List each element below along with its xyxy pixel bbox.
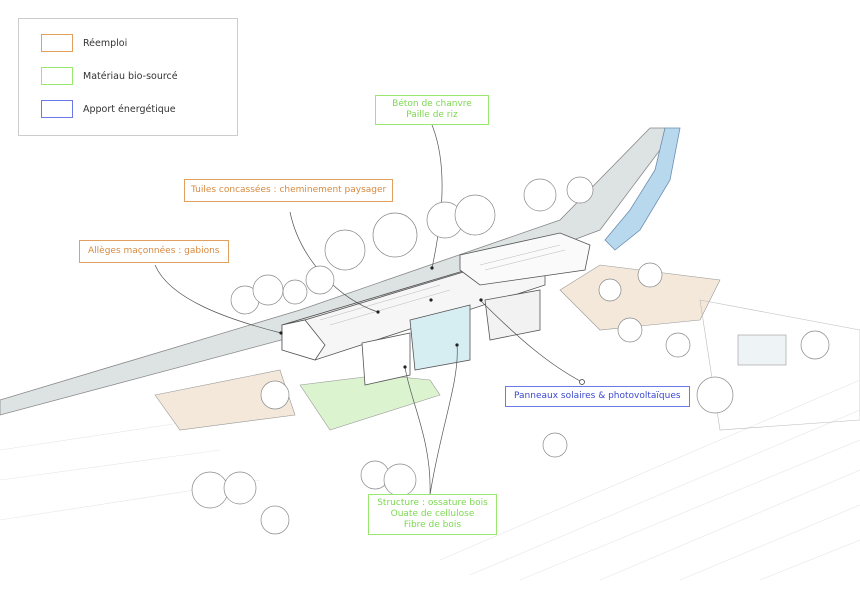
trees (191, 176, 830, 535)
shed (737, 334, 787, 366)
legend-swatch-green (41, 67, 73, 85)
annotation-text: Panneaux solaires & photovoltaïques (514, 391, 681, 401)
ground-hatching (0, 379, 860, 581)
annotation-structure: Structure : ossature bois Ouate de cellu… (368, 494, 497, 535)
annotation-line: Paille de riz (406, 110, 458, 120)
garden-plot (154, 369, 296, 431)
canal (604, 127, 681, 251)
legend-swatch-orange (41, 34, 73, 52)
buildings (281, 232, 591, 386)
annotation-line: Ouate de cellulose (390, 509, 475, 519)
leader-end (579, 379, 585, 385)
legend-item-biosource: Matériau bio-sourcé (41, 67, 178, 85)
annotation-beton-chanvre: Béton de chanvre Paille de riz (375, 95, 489, 125)
legend-label: Matériau bio-sourcé (83, 70, 178, 82)
legend: Réemploi Matériau bio-sourcé Apport éner… (18, 18, 238, 136)
legend-item-reemploi: Réemploi (41, 34, 127, 52)
annotation-allieges: Allèges maçonnées : gabions (79, 240, 229, 263)
leader-dots (279, 266, 483, 369)
annotation-line: Structure : ossature bois (377, 498, 488, 508)
annotation-line: Fibre de bois (403, 520, 462, 530)
legend-swatch-blue (41, 100, 73, 118)
annotation-line: Béton de chanvre (392, 99, 472, 109)
annotation-text: Tuiles concassées : cheminement paysager (191, 185, 387, 195)
annotation-tuiles: Tuiles concassées : cheminement paysager (184, 179, 394, 202)
legend-item-energie: Apport énergétique (41, 100, 176, 118)
legend-label: Apport énergétique (83, 103, 176, 115)
solar-panels (319, 244, 566, 326)
garden-plot (559, 264, 721, 331)
annotation-panneaux: Panneaux solaires & photovoltaïques (505, 386, 690, 407)
legend-label: Réemploi (83, 37, 128, 49)
annotation-text: Allèges maçonnées : gabions (88, 246, 220, 256)
